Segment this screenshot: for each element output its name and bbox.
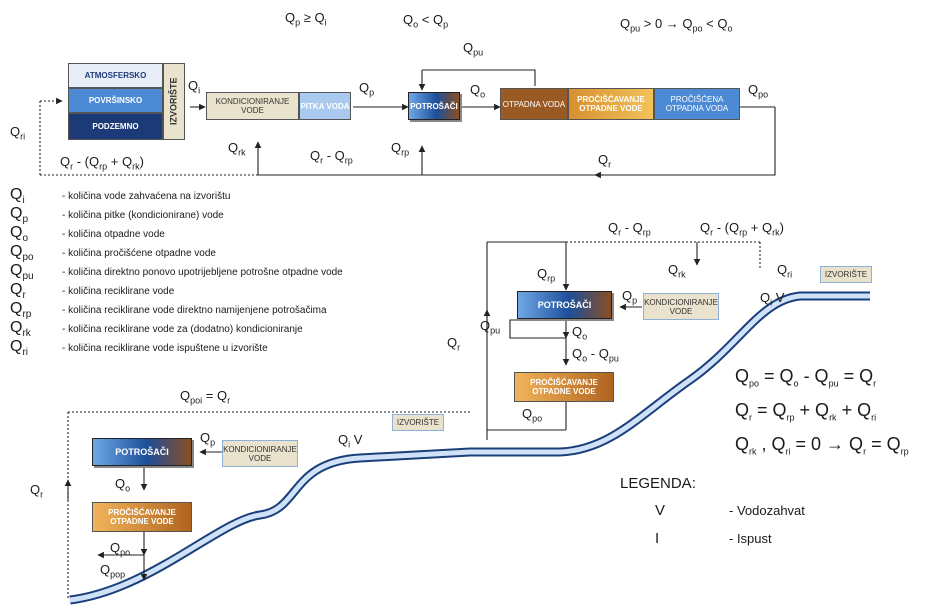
label-low-qp: Qp	[622, 288, 638, 306]
definition-row: Qi- količina vode zahvaćena na izvorištu	[10, 186, 231, 207]
label-qri: Qri	[10, 124, 26, 142]
low-prociscavanje-1: PROČIŠĆAVANJE OTPADNE VODE	[514, 372, 614, 402]
label-qr: Qr	[598, 152, 612, 170]
legend-item-ispust: I- Ispust	[655, 530, 772, 547]
label-low-qpo2: Qpo	[110, 540, 131, 558]
label-low-qr-qrp: Qr - Qrp	[608, 220, 651, 238]
top-flow-lines	[39, 69, 776, 179]
izvoriste-vertical: IZVORIŠTE	[163, 63, 185, 140]
definition-row: Qo- količina otpadne vode	[10, 224, 165, 245]
source-atmosfersko: ATMOSFERSKO	[68, 63, 163, 88]
eq-1: Qpo = Qo - Qpu = Qr	[735, 366, 877, 389]
eq-qo-lt-qp: Qo < Qp	[403, 12, 449, 30]
top-prociscena: PROČIŠĆENA OTPADNA VODA	[654, 88, 740, 120]
label-low-qo2: Qo	[115, 476, 131, 494]
definition-row: Qrk- količina reciklirane vode za (dodat…	[10, 319, 303, 340]
label-qrk: Qrk	[228, 140, 246, 158]
label-qp: Qp	[359, 80, 375, 98]
label-qo: Qo	[470, 82, 486, 100]
low-izvoriste-2: IZVORIŠTE	[392, 414, 444, 431]
label-low-qr2: Qr	[30, 482, 44, 500]
label-low-qpop: Qpop	[100, 562, 126, 580]
label-low-qrk: Qrk	[668, 262, 686, 280]
label-low-qi-v2: Qi V	[338, 432, 363, 450]
label-low-qpoi: Qpoi = Qr	[180, 388, 231, 406]
label-low-qo-qpu: Qo - Qpu	[572, 346, 619, 364]
label-low-qpu: Qpu	[480, 318, 501, 336]
label-qpo: Qpo	[748, 82, 769, 100]
label-low-qr-left: Qr	[447, 335, 461, 353]
source-podzemno: PODZEMNO	[68, 113, 163, 140]
lower-flow-lines	[64, 241, 761, 600]
definition-row: Qr- količina reciklirane vode	[10, 281, 175, 302]
low-kondicioniranje-2: KONDICIONIRANJE VODE	[222, 440, 298, 467]
low-izvoriste-1: IZVORIŠTE	[820, 266, 872, 283]
top-potrosaci: POTROŠAČI	[408, 92, 460, 120]
eq-qpu-rule: Qpu > 0 → Qpo < Qo	[620, 16, 733, 34]
low-kondicioniranje-1: KONDICIONIRANJE VODE	[643, 293, 719, 320]
top-kondicioniranje: KONDICIONIRANJE VODE	[206, 92, 299, 120]
source-povrsinsko: POVRŠINSKO	[68, 88, 163, 113]
definition-row: Qrp- količina reciklirane vode direktno …	[10, 300, 327, 321]
legend-title: LEGENDA:	[620, 475, 696, 492]
eq-qp-ge-qi: Qp ≥ Qi	[285, 10, 327, 28]
label-low-qri: Qri	[777, 262, 793, 280]
label-low-qr-minus: Qr - (Qrp + Qrk)	[700, 220, 784, 238]
label-qpu: Qpu	[463, 40, 484, 58]
definition-row: Qri- količina reciklirane vode ispuštene…	[10, 338, 268, 359]
label-low-qrp: Qrp	[537, 266, 556, 284]
low-prociscavanje-2: PROČIŠĆAVANJE OTPADNE VODE	[92, 502, 192, 532]
low-potrosaci-1: POTROŠAČI	[517, 291, 612, 319]
label-low-qp2: Qp	[200, 430, 216, 448]
label-low-qi-v: Qi V	[760, 290, 785, 308]
eq-3: Qrk , Qri = 0 → Qr = Qrp	[735, 434, 909, 457]
label-low-qo: Qo	[572, 324, 588, 342]
legend-item-vodozahvat: V- Vodozahvat	[655, 502, 805, 519]
label-qr-qrp: Qr - Qrp	[310, 148, 353, 166]
top-pitka-voda: PITKA VODA	[299, 92, 351, 120]
definition-row: Qp- količina pitke (kondicionirane) vode	[10, 205, 224, 226]
label-low-qpo: Qpo	[522, 406, 543, 424]
river	[69, 291, 870, 605]
eq-2: Qr = Qrp + Qrk + Qri	[735, 400, 877, 423]
definition-row: Qpo- količina pročišćene otpadne vode	[10, 243, 216, 264]
top-prociscavanje: PROČIŠĆAVANJE OTPADNE VODE	[568, 88, 654, 120]
definition-row: Qpu- količina direktno ponovo upotrijebl…	[10, 262, 343, 283]
low-potrosaci-2: POTROŠAČI	[92, 438, 192, 466]
label-qrp: Qrp	[391, 140, 410, 158]
top-otpadna-voda: OTPADNA VODA	[500, 88, 568, 120]
label-qi: Qi	[188, 78, 201, 96]
label-qr-minus: Qr - (Qrp + Qrk)	[60, 154, 144, 172]
